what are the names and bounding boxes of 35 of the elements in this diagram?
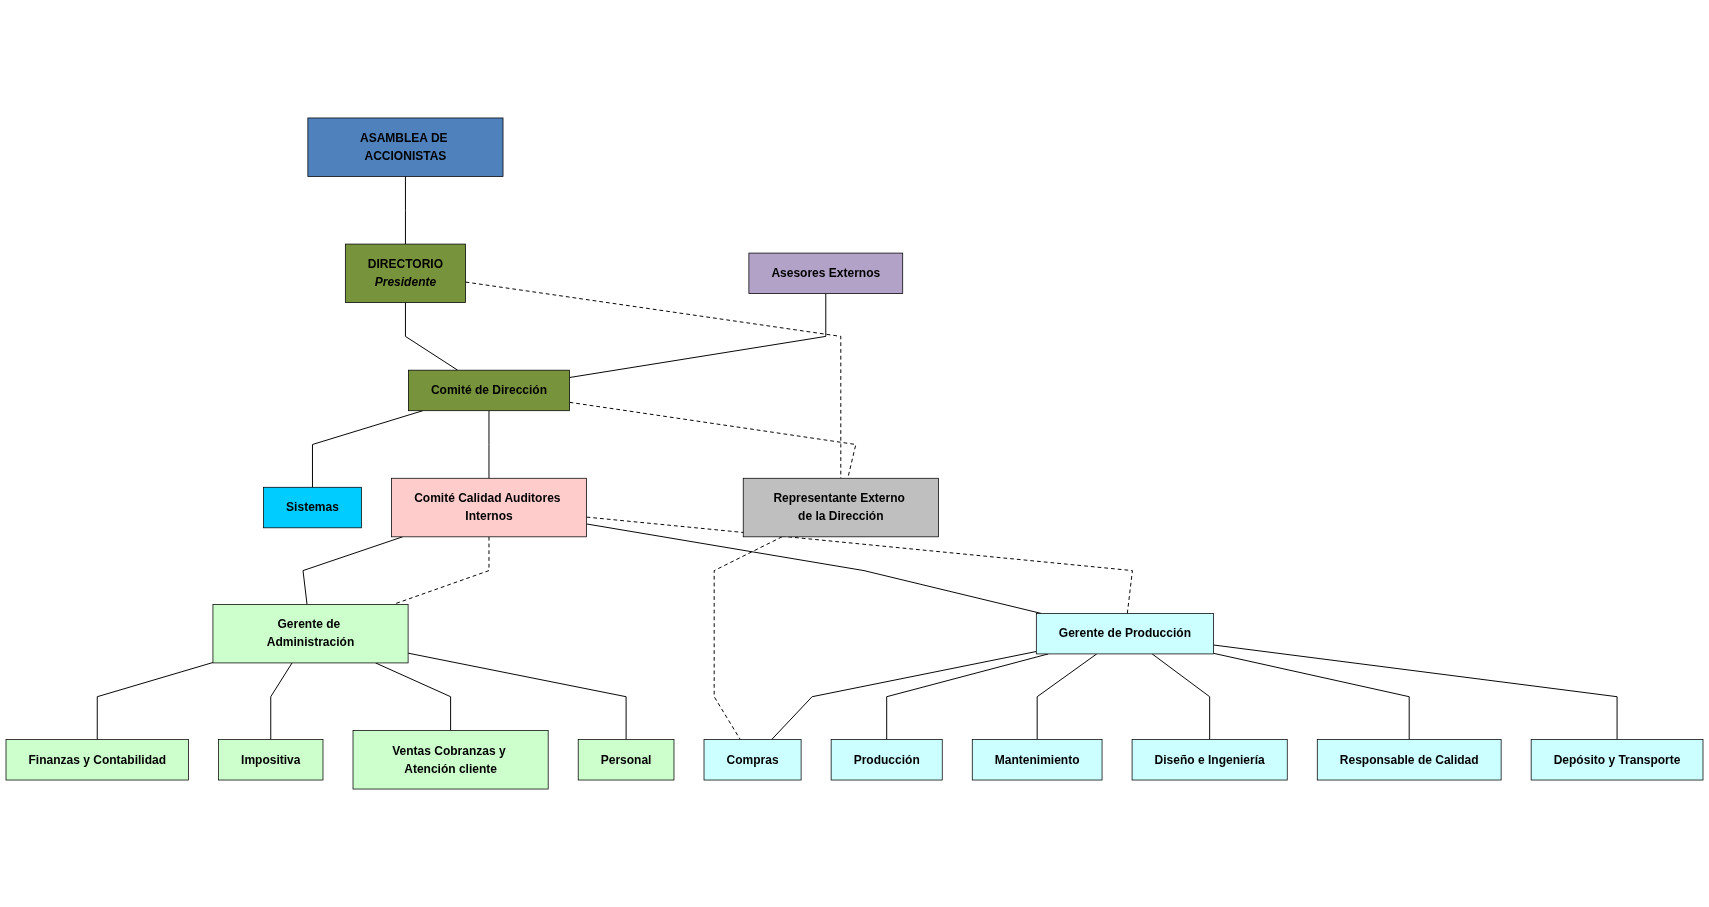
node-box: DIRECTORIO Presidente bbox=[344, 243, 466, 303]
connector bbox=[771, 651, 1037, 740]
connector bbox=[1151, 653, 1211, 740]
node-box: Compras bbox=[703, 739, 802, 781]
connector bbox=[465, 281, 842, 479]
connector bbox=[1036, 653, 1098, 740]
node-box: Gerente de Producción bbox=[1035, 613, 1214, 655]
connector bbox=[404, 302, 459, 371]
node-box: Depósito y Transporte bbox=[1530, 739, 1704, 781]
node-box: Asesores Externos bbox=[748, 252, 904, 294]
connector bbox=[488, 410, 490, 479]
node-box: Ventas Cobranzas y Atención cliente bbox=[352, 730, 549, 790]
node-box: Responsable de Calidad bbox=[1316, 739, 1502, 781]
node-box: Comité Calidad Auditores Internos bbox=[391, 477, 587, 538]
connector bbox=[302, 536, 404, 605]
connector bbox=[270, 662, 293, 740]
connector bbox=[375, 662, 452, 731]
connector bbox=[96, 662, 214, 740]
node-box: Mantenimiento bbox=[971, 739, 1103, 781]
connector bbox=[1213, 652, 1410, 740]
connector bbox=[586, 516, 1133, 614]
node-box: Impositiva bbox=[218, 739, 324, 781]
node-box: Gerente de Administración bbox=[212, 604, 409, 664]
node-box: Representante Externo de la Dirección bbox=[742, 477, 939, 538]
connector bbox=[407, 652, 627, 740]
node-box: ASAMBLEA DE ACCIONISTAS bbox=[307, 117, 504, 177]
connector bbox=[569, 293, 827, 378]
node-box: Finanzas y Contabilidad bbox=[5, 739, 189, 781]
node-box: Personal bbox=[577, 739, 675, 781]
connector bbox=[404, 176, 406, 245]
node-box: Producción bbox=[830, 739, 943, 781]
node-box: Sistemas bbox=[263, 486, 362, 529]
node-box: Diseño e Ingeniería bbox=[1131, 739, 1288, 781]
connector bbox=[1213, 644, 1618, 740]
node-box: Comité de Dirección bbox=[408, 369, 570, 412]
